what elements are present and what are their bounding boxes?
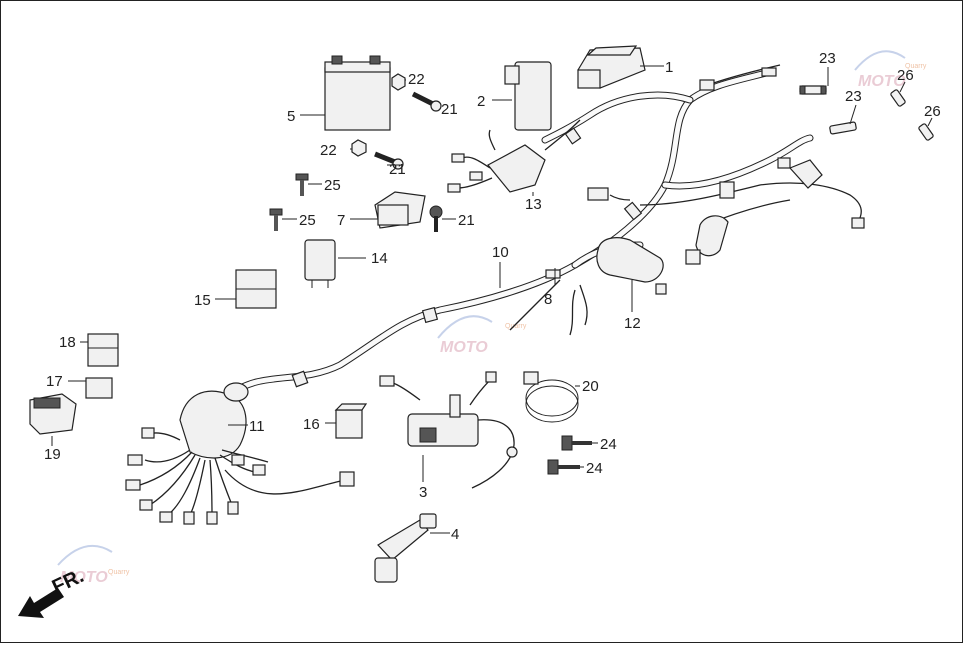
callout-labels: 1 2 3 4 5 7 8 10 11 12 13 14 15 16 17 18… (44, 50, 941, 543)
bolt-upper (411, 91, 442, 112)
callout-26-lower: 26 (924, 103, 941, 120)
fuse-block (235, 269, 277, 309)
relay (304, 239, 336, 288)
front-wiring-harness-boot (125, 382, 355, 525)
bolt-middle (374, 151, 404, 170)
small-connector (545, 269, 561, 279)
callout-19: 19 (44, 446, 61, 463)
flasher-relay (334, 403, 368, 439)
callout-23-lower: 23 (845, 88, 862, 105)
watermark-subtext: Quarry (108, 569, 130, 576)
callout-13: 13 (525, 196, 542, 213)
fuse-lower (829, 121, 857, 135)
watermark-top-right: MOTO Quarry (854, 50, 927, 90)
screw-upper (295, 173, 309, 196)
relay-17 (85, 377, 113, 399)
callout-3: 3 (419, 484, 427, 501)
screw-lower (269, 208, 283, 231)
callout-15: 15 (194, 292, 211, 309)
watermark-center: MOTO Quarry (437, 315, 527, 356)
spark-plug-cap (374, 513, 437, 583)
callout-23-upper: 23 (819, 50, 836, 67)
mini-fuse-lower (918, 123, 934, 141)
callout-25-lower: 25 (299, 212, 316, 229)
connector-assembly (447, 119, 581, 193)
callout-14: 14 (371, 250, 388, 267)
callout-18: 18 (59, 334, 76, 351)
nut-lower (351, 139, 367, 157)
callout-16: 16 (303, 416, 320, 433)
bolt-lower (429, 205, 443, 232)
callout-4: 4 (451, 526, 459, 543)
watermark-subtext: Quarry (505, 323, 527, 330)
regulator-rectifier (374, 191, 426, 229)
coupler-19 (29, 393, 77, 435)
callout-21-upper: 21 (441, 101, 458, 118)
leader-lines (51, 65, 933, 534)
callout-21-lower: 21 (458, 212, 475, 229)
callout-17: 17 (46, 373, 63, 390)
mini-fuse-upper (890, 89, 906, 107)
callout-8: 8 (544, 291, 552, 308)
callout-26-upper: 26 (897, 67, 914, 84)
callout-1: 1 (665, 59, 673, 76)
hose-clamp (523, 371, 579, 423)
flange-bolt-upper (561, 435, 592, 451)
callout-10: 10 (492, 244, 509, 261)
watermark-text: MOTO (858, 73, 906, 90)
fuse-box-cover (577, 45, 646, 89)
harness-cover-sleeve (596, 215, 729, 295)
callout-22-upper: 22 (408, 71, 425, 88)
front-direction-indicator: FR. (18, 565, 87, 618)
watermark-bottom-left: MOTO Quarry (57, 544, 130, 586)
cdi-unit (504, 61, 552, 131)
nut-upper (391, 73, 406, 91)
callout-7: 7 (337, 212, 345, 229)
callout-2: 2 (477, 93, 485, 110)
callout-25-upper: 25 (324, 177, 341, 194)
callout-22-lower: 22 (320, 142, 337, 159)
rear-connectors (587, 67, 865, 229)
callout-24-lower: 24 (586, 460, 603, 477)
relay-18 (87, 333, 119, 367)
watermark-subtext: Quarry (905, 63, 927, 70)
flange-bolt-lower (547, 459, 580, 475)
watermark-text: MOTO (440, 339, 488, 356)
fuse-upper (799, 85, 827, 95)
callout-5: 5 (287, 108, 295, 125)
callout-24-upper: 24 (600, 436, 617, 453)
watermark-text: MOTO (60, 569, 108, 586)
ignition-coil (379, 371, 518, 489)
callout-12: 12 (624, 315, 641, 332)
callout-21-middle: 21 (389, 161, 406, 178)
callout-20: 20 (582, 378, 599, 395)
direction-arrow-icon (18, 588, 64, 618)
battery (324, 55, 391, 131)
callout-11: 11 (249, 418, 265, 435)
